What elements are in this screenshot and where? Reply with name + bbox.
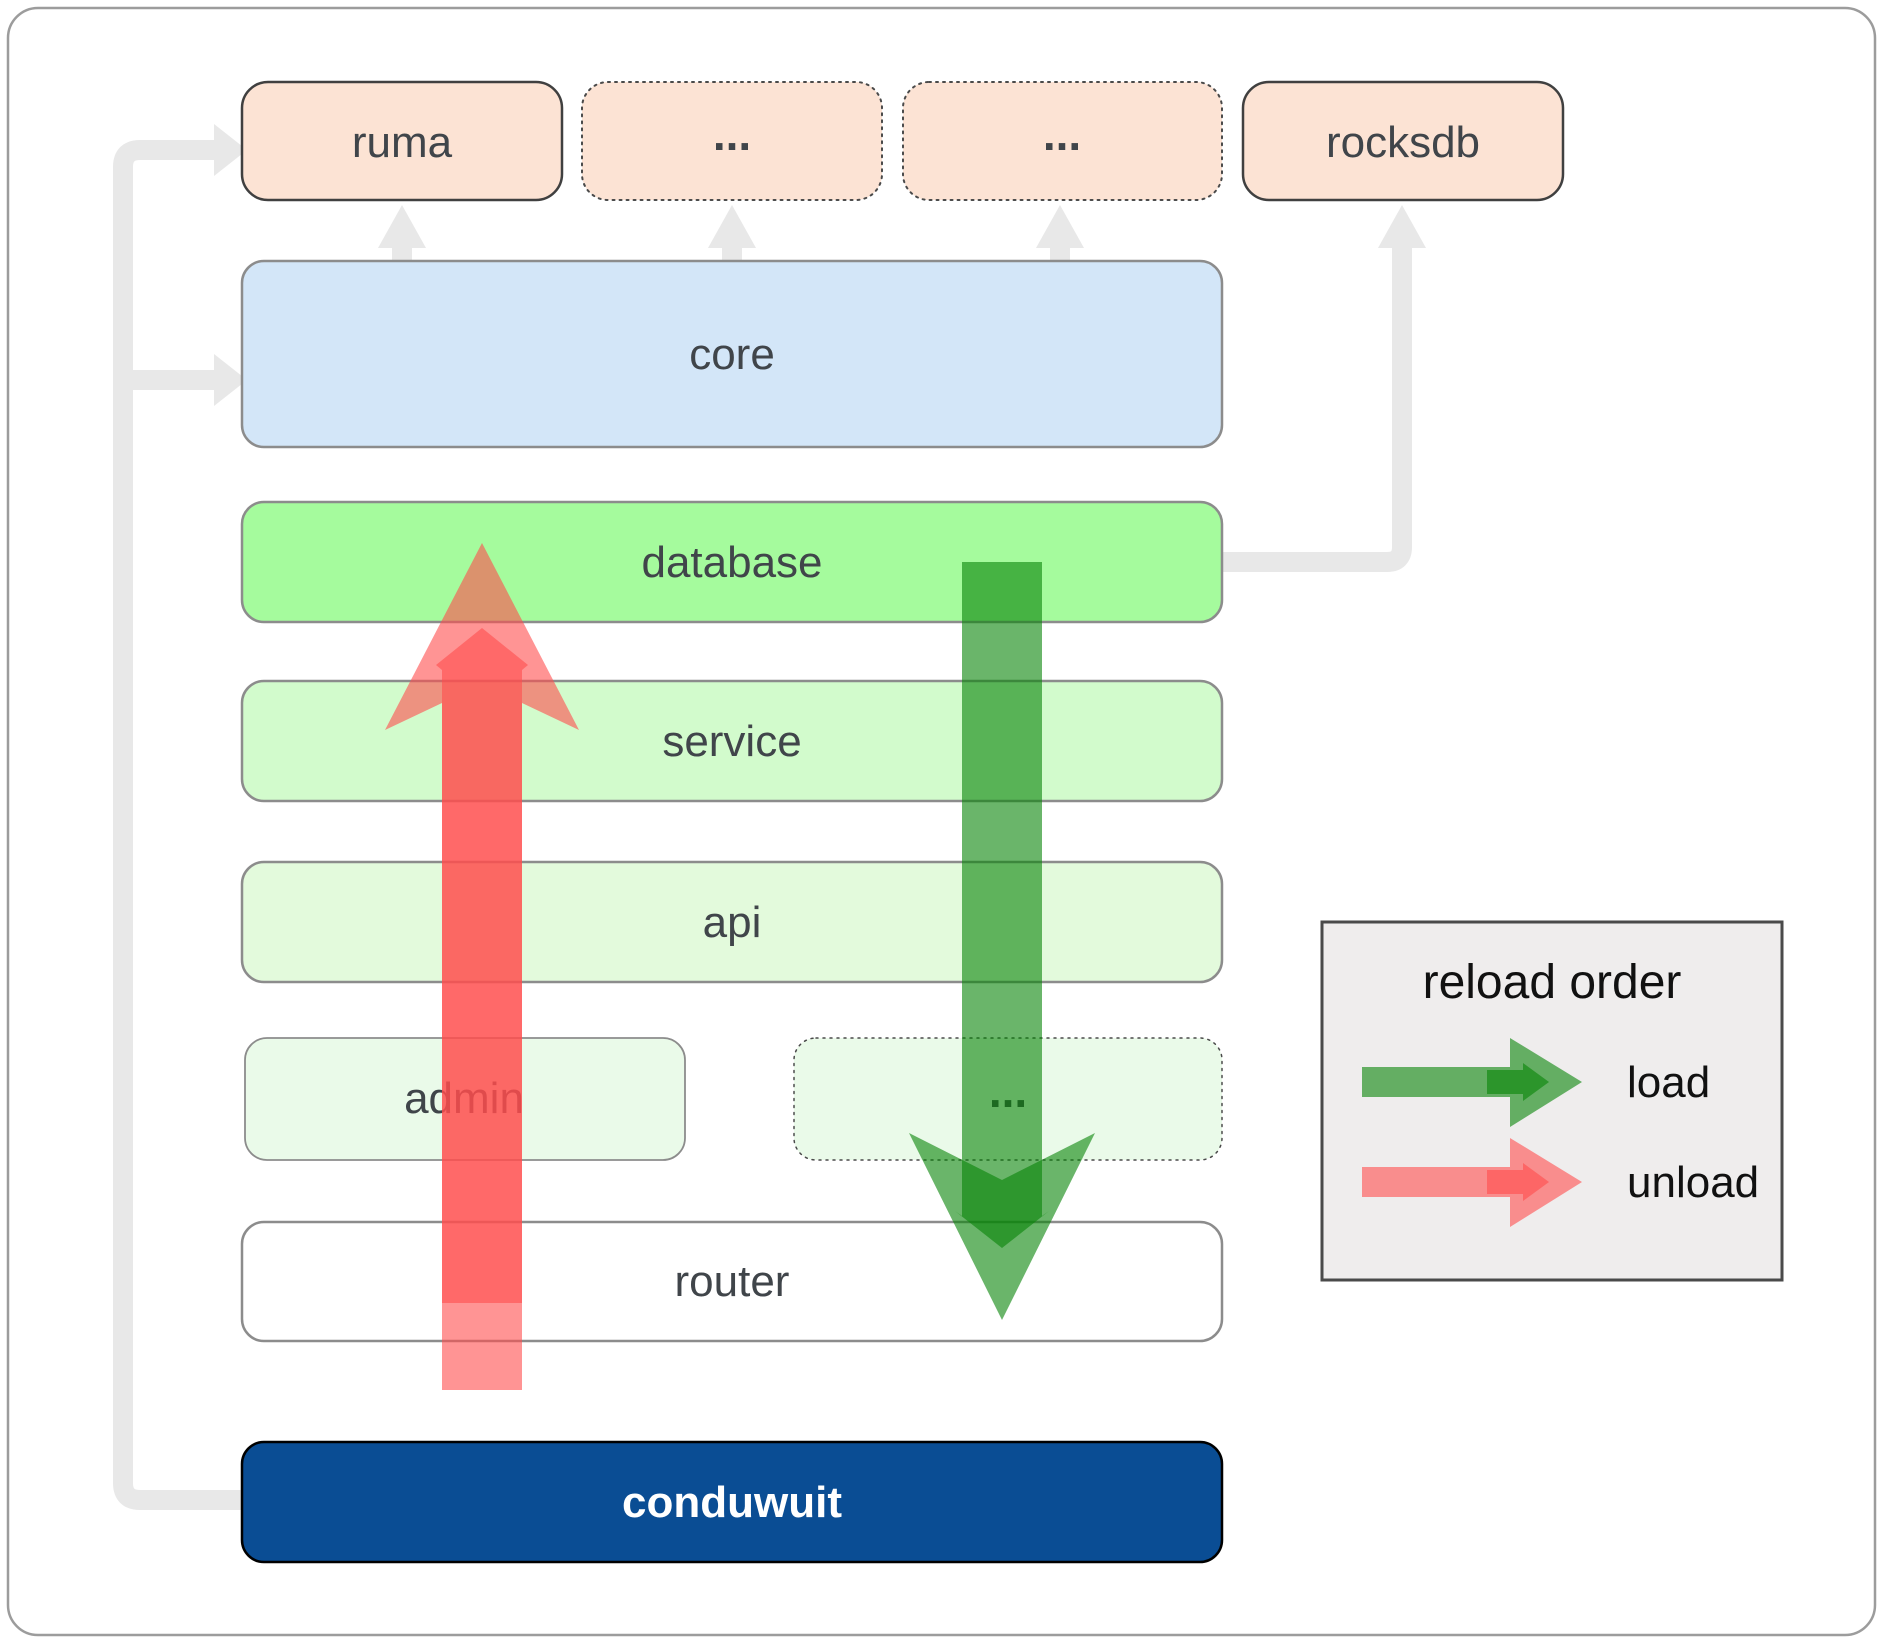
dependency-ellipsis-2-label: ...	[1043, 108, 1081, 160]
database-label: database	[641, 538, 822, 587]
rocksdb-box	[1241, 80, 1565, 202]
ruma-box	[240, 80, 564, 202]
arrowhead-into-core-icon	[214, 354, 247, 406]
core-box	[240, 259, 1224, 449]
dependency-ellipsis-box-1	[581, 81, 883, 201]
flow-arrow-group	[385, 543, 1095, 1390]
ruma-label: ruma	[352, 118, 453, 167]
legend-unload-arrow-big	[1362, 1138, 1582, 1227]
connector-database-to-rocksdb	[1222, 246, 1412, 572]
legend: reload order load unload	[1320, 920, 1784, 1282]
router-label: router	[675, 1257, 790, 1306]
connector-conduwuit-left-line	[113, 140, 244, 1510]
legend-load-arrow-icon	[1362, 1038, 1582, 1127]
unload-arrow-small	[436, 628, 528, 1303]
legend-title: reload order	[1423, 956, 1682, 1009]
load-arrow-head	[909, 1133, 1095, 1320]
connector-group	[113, 124, 1426, 1510]
rocksdb-label: rocksdb	[1326, 118, 1480, 167]
canvas-frame	[6, 6, 1877, 1637]
legend-unload-arrow-icon	[1362, 1138, 1582, 1227]
conduwuit-label: conduwuit	[622, 1478, 842, 1527]
conduwuit-box	[240, 1440, 1224, 1564]
legend-box	[1320, 920, 1784, 1282]
core-label: core	[689, 330, 775, 379]
arrowhead-into-rocksdb-icon	[1378, 205, 1426, 248]
legend-unload-label: unload	[1627, 1158, 1759, 1207]
legend-load-arrow-big	[1362, 1038, 1582, 1127]
legend-load-label: load	[1627, 1058, 1710, 1107]
arrowhead-core-to-ellipsis1-icon	[708, 205, 756, 248]
load-arrow-shaft	[955, 562, 1049, 1248]
arrowhead-core-to-ellipsis2-icon	[1036, 205, 1084, 248]
arrowhead-core-to-ruma-icon	[378, 205, 426, 248]
legend-unload-arrow-small	[1487, 1163, 1549, 1201]
dependency-ellipsis-1-label: ...	[713, 108, 751, 160]
service-label: service	[662, 717, 801, 766]
legend-load-arrow-small	[1487, 1063, 1549, 1101]
api-label: api	[703, 898, 762, 947]
arrowhead-into-ruma-icon	[214, 124, 247, 176]
dependency-ellipsis-box-2	[902, 81, 1223, 201]
